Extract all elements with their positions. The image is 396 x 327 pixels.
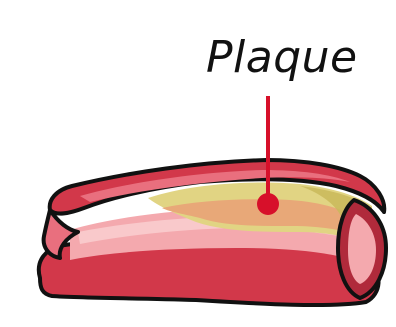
plaque-label: Plaque bbox=[206, 36, 358, 80]
label-pointer-dot bbox=[257, 193, 279, 215]
